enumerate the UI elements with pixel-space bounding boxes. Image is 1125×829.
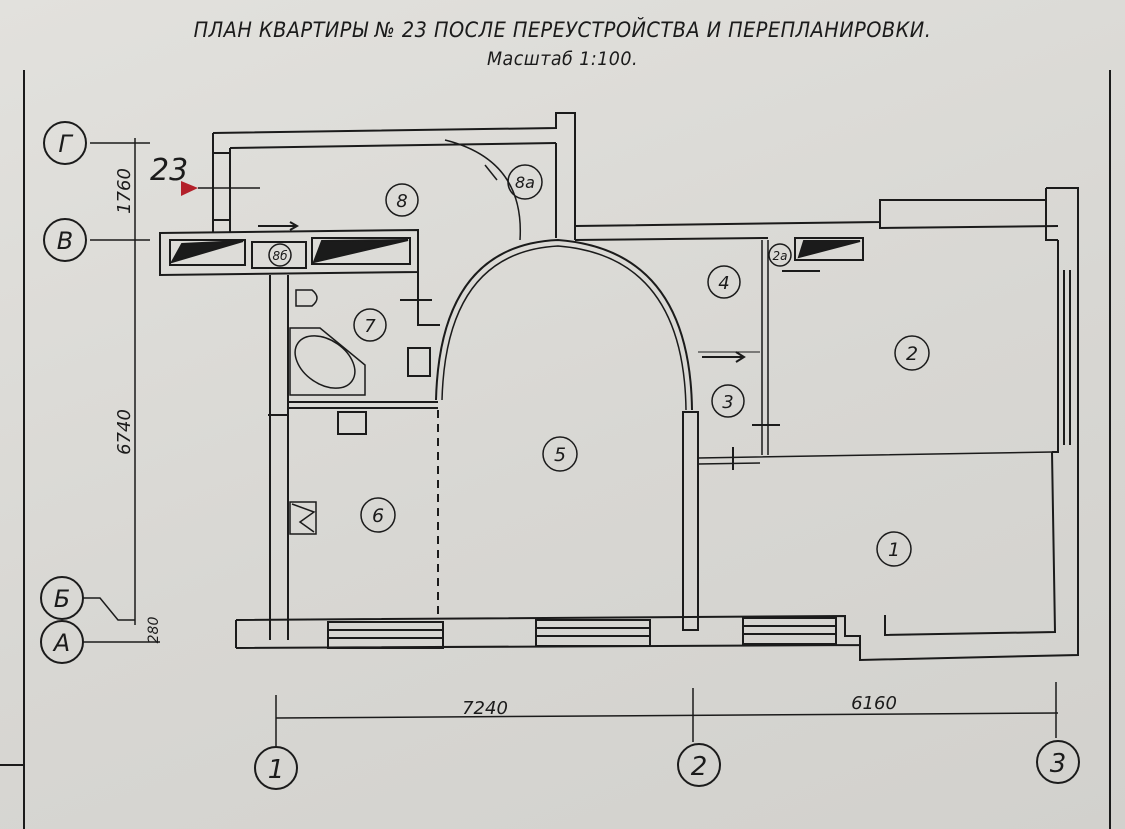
axis-label-a: А: [52, 629, 70, 657]
toilet-icon: [295, 289, 318, 307]
wall-left-entrance: [212, 133, 231, 232]
dimension-6160: 6160: [851, 693, 897, 714]
dimension-7240: 7240: [462, 698, 508, 719]
room-label-2a: 2а: [773, 249, 788, 263]
axis-bubble-v: [43, 218, 87, 262]
wall-upper-right-inner: [879, 200, 1059, 230]
vent-duct: [169, 239, 246, 266]
room-label-6: 6: [372, 505, 384, 527]
vent-fill: [797, 240, 861, 259]
room-label-8b: 8б: [272, 249, 288, 263]
bathtub-basin: [294, 335, 356, 389]
room-bubble-2a: [768, 243, 792, 267]
window-1: [327, 621, 444, 649]
axis-bubble-2: [677, 743, 721, 787]
wall-bath-left: [269, 275, 289, 640]
wall-bath-bottom: [288, 401, 438, 409]
plan-title: ПЛАН КВАРТИРЫ № 23 ПОСЛЕ ПЕРЕУСТРОЙСТВА …: [193, 18, 932, 42]
partition-1: [697, 451, 1053, 465]
room-bubble-5: [542, 436, 578, 472]
swing-arrow: [484, 164, 498, 181]
axis-label-2: 2: [691, 752, 708, 782]
wall-right-pier: [1045, 188, 1058, 241]
axis-label-1: 1: [268, 755, 285, 785]
room-label-8: 8: [396, 191, 407, 212]
vent-2a: [794, 237, 864, 261]
sink-icon: [337, 411, 367, 435]
room-bubble-8: [385, 183, 419, 217]
wall-room1-inner: [884, 451, 1057, 637]
axis-label-b: Б: [54, 585, 70, 613]
axis-bubble-g: [43, 121, 87, 165]
arch-outer: [435, 238, 693, 411]
room-bubble-3: [711, 384, 745, 418]
wall-right-outer: [859, 187, 1079, 662]
pillar: [682, 411, 699, 631]
room-label-1: 1: [888, 539, 900, 561]
wall-upper-right: [574, 199, 1046, 241]
window-2: [535, 619, 651, 647]
arrow-head: [735, 351, 746, 363]
room-bubble-7: [353, 308, 387, 342]
room-label-8a: 8а: [515, 173, 535, 192]
room-bubble-8b: [268, 243, 292, 267]
dimension-1760: 1760: [114, 168, 135, 214]
sink-icon: [407, 347, 431, 377]
room-label-2: 2: [906, 343, 918, 365]
room-bubble-2: [894, 335, 930, 371]
room-label-5: 5: [554, 444, 566, 466]
dimension-horizontal: [275, 712, 1059, 719]
room-bubble-1: [876, 531, 912, 567]
room-label-4: 4: [718, 273, 729, 294]
window-right: [1052, 240, 1059, 453]
axis-label-3: 3: [1050, 749, 1067, 779]
wall-bath-right: [417, 272, 440, 326]
bathtub-icon: [289, 327, 366, 396]
room-bubble-8a: [507, 164, 543, 200]
axis-label-g: Г: [58, 130, 73, 158]
axis-bubble-a: [40, 620, 84, 664]
boiler-zigzag: [291, 503, 316, 533]
entrance-marker-icon: [181, 181, 198, 196]
vent-8b-box: [251, 241, 307, 269]
axis-bubble-1: [254, 746, 298, 790]
dimension-280: 280: [146, 617, 162, 644]
plan-scale: Масштаб 1:100.: [486, 48, 638, 70]
wall-top-inner: [229, 142, 557, 149]
door-swing-8a: [444, 139, 522, 241]
vent-duct: [311, 237, 411, 265]
axis-label-v: В: [57, 227, 73, 255]
window-3: [742, 617, 837, 645]
arch-inner: [441, 245, 687, 411]
axis-b-line: [83, 597, 135, 621]
partition-2-3: [761, 240, 769, 455]
arrow-head: [289, 221, 300, 231]
dimension-6740: 6740: [114, 409, 135, 455]
room-label-3: 3: [722, 392, 733, 413]
vent-fill: [169, 239, 409, 264]
axis-bubble-b: [40, 576, 84, 620]
boiler-icon: [289, 501, 317, 535]
room-bubble-4: [707, 265, 741, 299]
axis-bubble-3: [1036, 740, 1080, 784]
room-label-7: 7: [364, 316, 376, 337]
wall-top: [212, 112, 576, 240]
room-bubble-6: [360, 497, 396, 533]
apartment-number: 23: [150, 153, 188, 188]
